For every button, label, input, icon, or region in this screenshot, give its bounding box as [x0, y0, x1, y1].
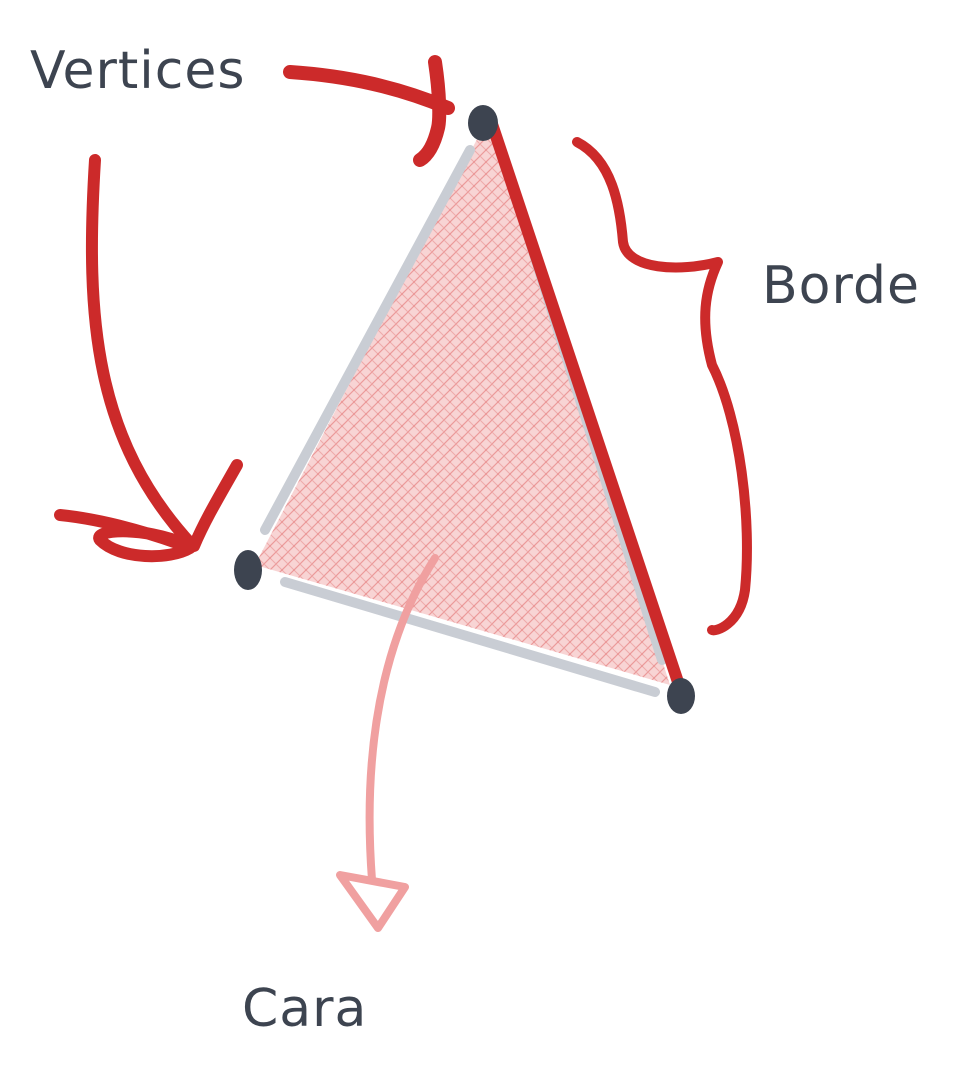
edge-label: Borde	[762, 256, 920, 316]
vertex-left-arrow	[54, 154, 243, 563]
vertex-top	[468, 105, 498, 141]
face-label: Cara	[242, 979, 367, 1039]
vertex-right	[667, 678, 695, 714]
highlighted-edge	[484, 112, 686, 694]
edge-brace	[572, 137, 752, 636]
triangle-face	[255, 120, 670, 685]
vertices-label: Vertices	[30, 41, 245, 101]
vertex-top-arrow	[283, 55, 455, 167]
vertex-left	[234, 550, 262, 590]
vertex-dots	[234, 105, 695, 714]
face-arrow	[336, 554, 439, 932]
